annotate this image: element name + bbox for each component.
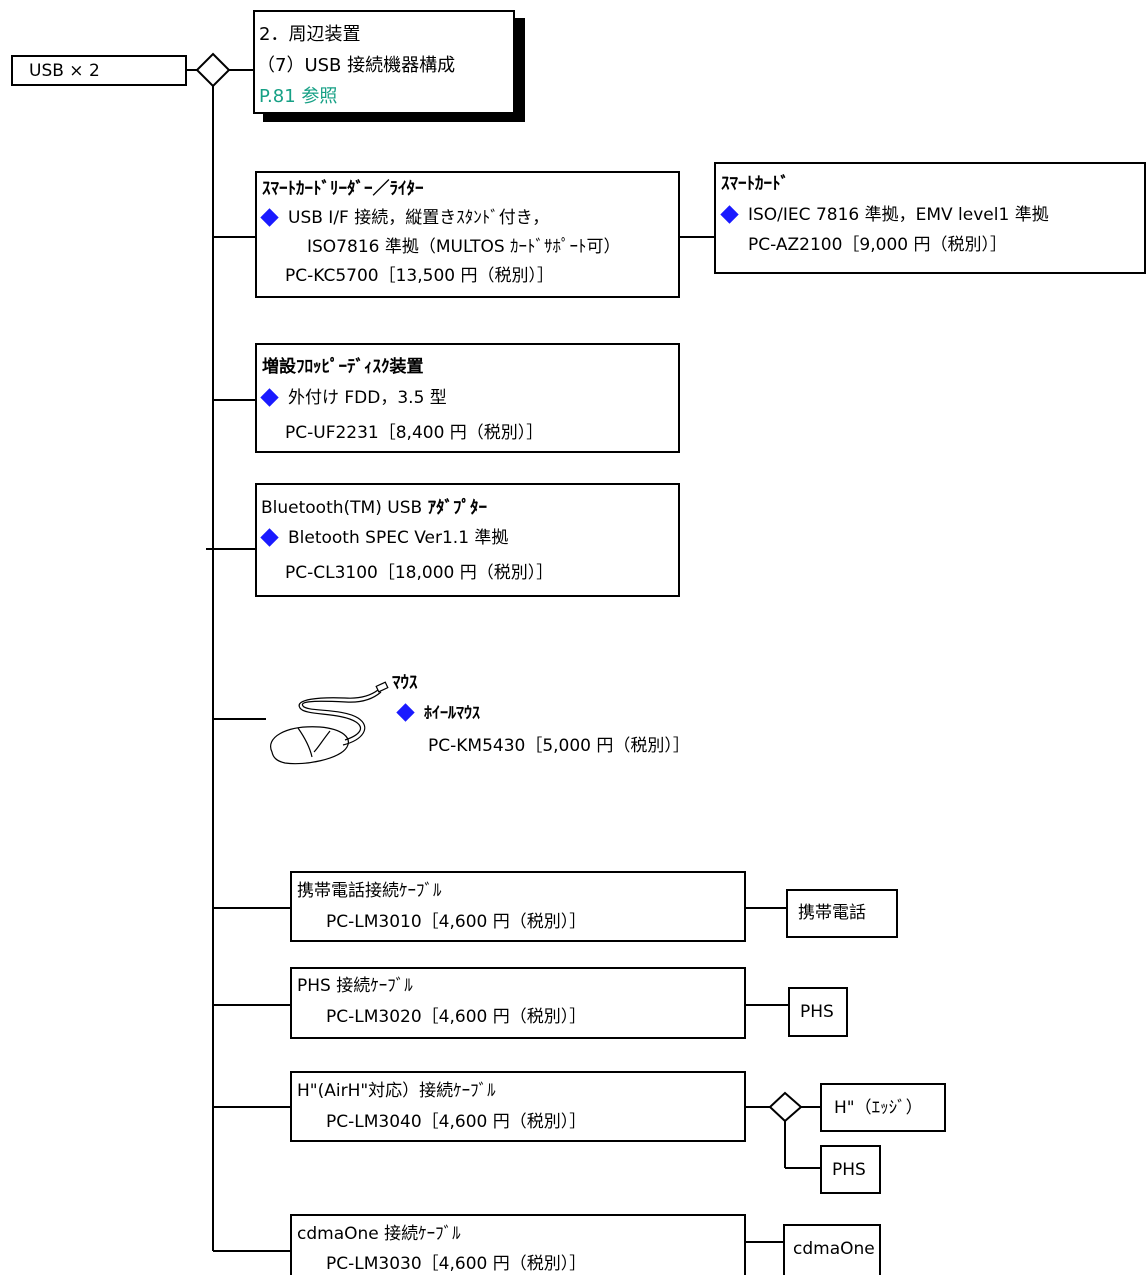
device-phone-label: 携帯電話 [798,903,866,923]
smartcard-feature: ISO/IEC 7816 準拠，EMV level1 準拠 [720,202,1049,228]
bluetooth-title-prefix: Bluetooth(TM) USB [261,498,423,518]
device-airh-edge-box: H"（ｴｯｼﾞ） [820,1083,946,1132]
cable-phone-box: 携帯電話接続ｹｰﾌﾞﾙ PC-LM3010［4,600 円（税別）］ [290,871,746,942]
fdd-title: 増設ﾌﾛｯﾋﾟｰﾃﾞｨｽｸ装置 [262,357,424,377]
reference-section-title-text: 2．周辺装置 [259,24,361,45]
smartcard-reader-feature: USB I/F 接続，縦置きｽﾀﾝﾄﾞ付き， [260,205,549,231]
cable-phone-product: PC-LM3010［4,600 円（税別）］ [326,912,587,932]
cable-airh-product: PC-LM3040［4,600 円（税別）］ [326,1112,587,1132]
mouse-title: ﾏｳｽ [392,673,418,693]
smartcard-reader-feature-cont: ISO7816 準拠（MULTOS ｶｰﾄﾞｻﾎﾟｰﾄ可） [307,237,621,257]
mouse-feature-text: ﾎｲｰﾙﾏｳｽ [424,703,481,722]
smartcard-reader-title: ｽﾏｰﾄｶｰﾄﾞﾘｰﾀﾞｰ／ﾗｲﾀｰ [262,179,424,199]
device-cdma-box: cdmaOne [783,1224,881,1275]
usb-root-box: USB × 2 [11,55,187,86]
bullet-icon [260,528,279,547]
mouse-product: PC-KM5430［5,000 円（税別）］ [428,736,690,756]
mouse-icon [270,681,389,765]
smartcard-reader-box: ｽﾏｰﾄｶｰﾄﾞﾘｰﾀﾞｰ／ﾗｲﾀｰ USB I/F 接続，縦置きｽﾀﾝﾄﾞ付き… [255,171,680,298]
cable-cdma-box: cdmaOne 接続ｹｰﾌﾞﾙ PC-LM3030［4,600 円（税別）］ [290,1214,746,1275]
fdd-box: 増設ﾌﾛｯﾋﾟｰﾃﾞｨｽｸ装置 外付け FDD，3.5 型 PC-UF2231［… [255,343,680,453]
device-cdma-label: cdmaOne [793,1239,875,1259]
smartcard-title: ｽﾏｰﾄｶｰﾄﾞ [721,174,789,194]
smartcard-product: PC-AZ2100［9,000 円（税別）］ [748,235,1007,255]
device-airh-phs-box: PHS [820,1145,881,1194]
bullet-icon [260,388,279,407]
cable-phs-title: PHS 接続ｹｰﾌﾞﾙ [297,976,413,996]
mouse-feature: ﾎｲｰﾙﾏｳｽ [396,700,480,726]
device-phone-box: 携帯電話 [786,889,898,938]
smartcard-reader-feature-text: USB I/F 接続，縦置きｽﾀﾝﾄﾞ付き， [288,208,550,228]
bluetooth-product: PC-CL3100［18,000 円（税別）］ [285,563,554,583]
bluetooth-box: Bluetooth(TM) USB ｱﾀﾞﾌﾟﾀｰ Bletooth SPEC … [255,483,680,597]
fdd-product: PC-UF2231［8,400 円（税別）］ [285,423,544,443]
cable-airh-title: H"(AirH"対応）接続ｹｰﾌﾞﾙ [297,1081,496,1101]
junction-diamond [768,1091,803,1123]
junction-diamond [195,52,231,88]
device-phs-label: PHS [800,1002,834,1022]
reference-subsection: （7）USB 接続機器構成 [257,55,456,76]
bluetooth-title-suffix: ｱﾀﾞﾌﾟﾀｰ [427,498,488,518]
fdd-feature-text: 外付け FDD，3.5 型 [288,388,447,408]
usb-root-label: USB × 2 [29,61,100,81]
cable-cdma-title: cdmaOne 接続ｹｰﾌﾞﾙ [297,1224,461,1244]
smartcard-reader-product: PC-KC5700［13,500 円（税別）］ [285,266,554,286]
bullet-icon [720,205,739,224]
reference-section-title: 2．周辺装置 [259,22,360,48]
device-airh-edge-label: H"（ｴｯｼﾞ） [834,1098,923,1118]
smartcard-box: ｽﾏｰﾄｶｰﾄﾞ ISO/IEC 7816 準拠，EMV level1 準拠 P… [714,162,1146,274]
fdd-feature: 外付け FDD，3.5 型 [260,385,447,411]
reference-box: 2．周辺装置 （7）USB 接続機器構成 P.81 参照 [253,10,515,114]
bullet-icon [396,703,415,722]
bullet-icon [260,208,279,227]
device-airh-phs-label: PHS [832,1160,866,1180]
reference-page-link[interactable]: P.81 参照 [259,86,338,107]
bluetooth-title: Bluetooth(TM) USB ｱﾀﾞﾌﾟﾀｰ [261,495,487,521]
smartcard-feature-text: ISO/IEC 7816 準拠，EMV level1 準拠 [748,205,1049,225]
bluetooth-feature-text: Bletooth SPEC Ver1.1 準拠 [288,528,509,548]
cable-airh-box: H"(AirH"対応）接続ｹｰﾌﾞﾙ PC-LM3040［4,600 円（税別）… [290,1071,746,1142]
cable-phone-title: 携帯電話接続ｹｰﾌﾞﾙ [297,881,442,901]
device-phs-box: PHS [788,987,848,1037]
bluetooth-feature: Bletooth SPEC Ver1.1 準拠 [260,525,508,551]
cable-phs-product: PC-LM3020［4,600 円（税別）］ [326,1007,587,1027]
cable-cdma-product: PC-LM3030［4,600 円（税別）］ [326,1254,587,1274]
cable-phs-box: PHS 接続ｹｰﾌﾞﾙ PC-LM3020［4,600 円（税別）］ [290,967,746,1039]
